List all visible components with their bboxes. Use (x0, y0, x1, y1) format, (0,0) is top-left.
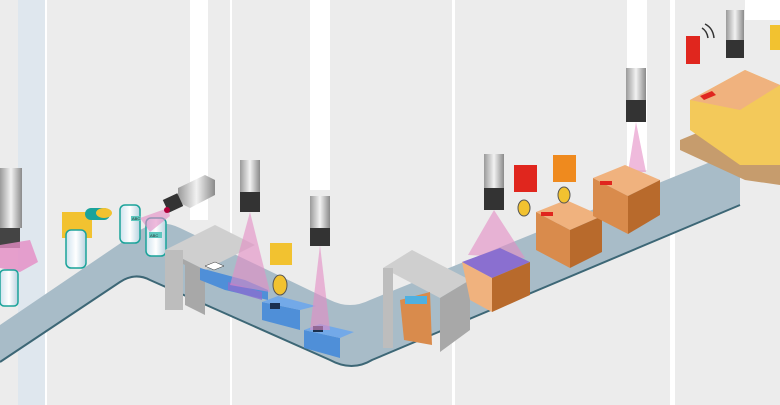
box-sensors (514, 155, 576, 217)
bottle-label: ABC (150, 233, 158, 238)
side-camera (162, 175, 215, 213)
bottles: ABC ABC (62, 204, 170, 269)
conveyor-belt (0, 150, 741, 367)
inspection-gate-2 (383, 250, 470, 352)
pallet (680, 10, 780, 185)
bottle-label: ABC (132, 216, 140, 221)
capping-machine (0, 168, 38, 307)
inspection-gate-1 (165, 225, 255, 315)
overhead-cameras (230, 68, 646, 330)
boxes (462, 165, 660, 312)
